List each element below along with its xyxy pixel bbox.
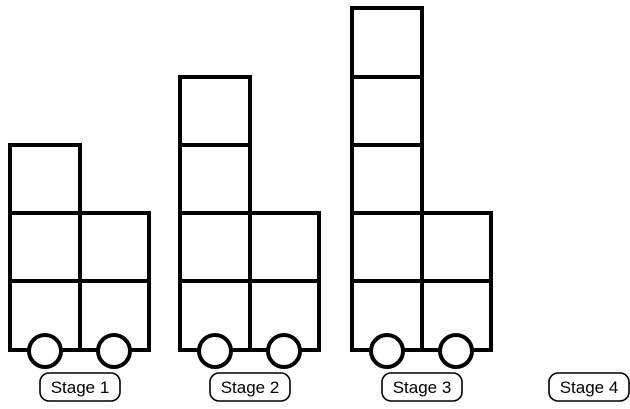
stage-1-square — [8, 211, 82, 283]
stage-1-label: Stage 1 — [39, 372, 121, 402]
stage-1-square — [8, 143, 82, 215]
stage-1-wheel — [27, 333, 63, 369]
stage-3-wheel — [369, 333, 405, 369]
stage-3-square — [350, 211, 424, 283]
stage-1-figure — [8, 143, 151, 369]
stage-2-square — [178, 75, 252, 147]
stage-2-wheel — [197, 333, 233, 369]
stage-1-square — [78, 211, 151, 283]
stage-3-label-text: Stage 3 — [393, 378, 452, 397]
stage-4-label: Stage 4 — [548, 372, 630, 402]
stage-3-square — [350, 6, 424, 79]
stage-4-label-text: Stage 4 — [560, 378, 619, 397]
stage-3-square — [350, 143, 424, 215]
stage-2-figure — [178, 75, 321, 369]
stage-3-square — [350, 75, 424, 147]
stage-3-wheel — [438, 333, 474, 369]
stage-2-square — [178, 211, 252, 283]
stage-2-square — [248, 211, 321, 283]
stage-1-label-text: Stage 1 — [51, 378, 110, 397]
stage-2-label-text: Stage 2 — [221, 378, 280, 397]
stage-3-square — [420, 211, 493, 283]
stage-2-label: Stage 2 — [209, 372, 291, 402]
stage-3-figure — [350, 6, 493, 369]
stage-1-wheel — [96, 333, 132, 369]
stage-2-square — [178, 143, 252, 215]
stage-3-label: Stage 3 — [381, 372, 463, 402]
stage-2-wheel — [266, 333, 302, 369]
